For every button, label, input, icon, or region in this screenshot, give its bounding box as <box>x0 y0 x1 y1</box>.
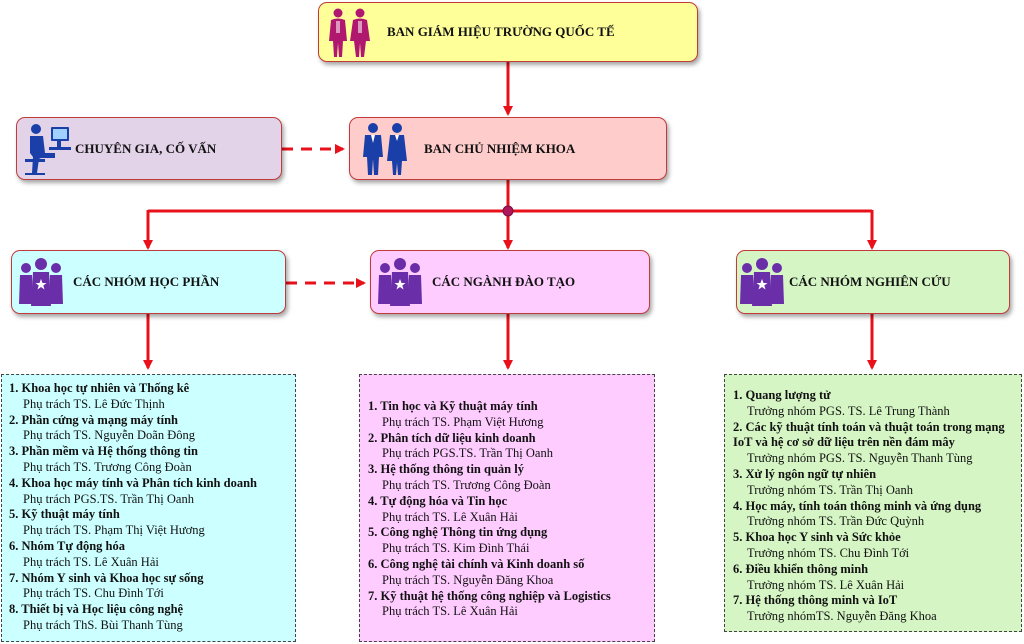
person-at-computer-icon <box>25 124 71 175</box>
list-item: 7. Kỹ thuật hệ thống công nghiệp và Logi… <box>368 588 611 619</box>
modules-label: CÁC NHÓM HỌC PHẦN <box>73 274 220 289</box>
dean-node: BAN CHỦ NHIỆM KHOA <box>349 117 667 180</box>
modules-node: CÁC NHÓM HỌC PHẦN <box>11 250 286 314</box>
group-people-icon <box>378 258 422 306</box>
man-woman-suits-icon <box>363 123 407 175</box>
dean-label: BAN CHỦ NHIỆM KHOA <box>424 140 576 156</box>
junction-dot <box>502 205 514 217</box>
programs-node: CÁC NGÀNH ĐÀO TẠO <box>370 250 650 314</box>
list-item: 2. Các kỹ thuật tính toán và thuật toán … <box>733 419 1005 466</box>
research-label: CÁC NHÓM NGHIÊN CỨU <box>789 274 951 289</box>
list-item: 4. Học máy, tính toán thông minh và ứng … <box>733 498 982 529</box>
group-people-icon <box>19 258 63 306</box>
two-women-icon <box>329 8 370 57</box>
programs-label: CÁC NGÀNH ĐÀO TẠO <box>432 274 576 289</box>
research-node: CÁC NHÓM NGHIÊN CỨU <box>736 250 1010 314</box>
bgh-label: BAN GIÁM HIỆU TRƯỜNG QUỐC TẾ <box>387 24 615 39</box>
group-people-icon <box>740 258 784 306</box>
list-item: 4. Khoa học máy tính và Phân tích kinh d… <box>9 475 257 506</box>
bgh-node: BAN GIÁM HIỆU TRƯỜNG QUỐC TẾ <box>318 2 698 62</box>
advisor-label: CHUYÊN GIA, CỐ VẤN <box>75 140 217 156</box>
advisor-node: CHUYÊN GIA, CỐ VẤN <box>16 117 282 180</box>
